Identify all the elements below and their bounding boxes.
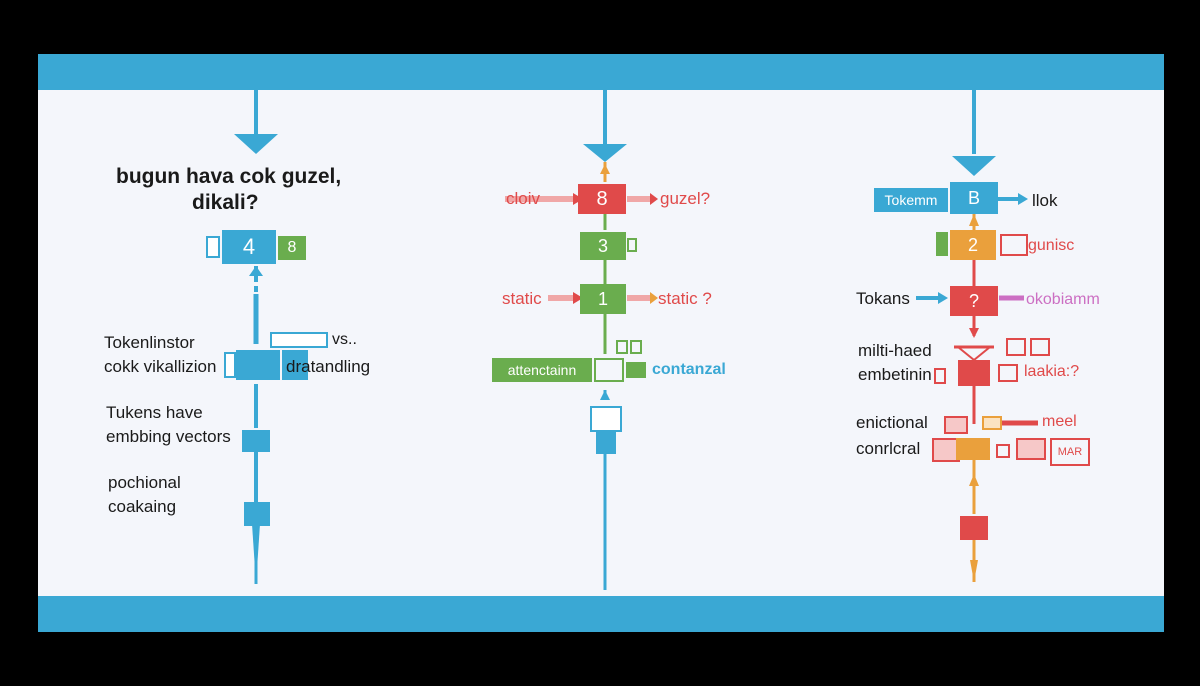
right-concat-box-c: [996, 444, 1010, 458]
right-concat-main: [956, 438, 990, 460]
left-tiny-box: [224, 352, 236, 378]
label-pos-2: coakaing: [108, 497, 177, 516]
left-column-lines: [234, 90, 278, 584]
right-concat-box-d: [1016, 438, 1046, 460]
right-green-tab: [936, 232, 948, 256]
label-cloiv: cloiv: [506, 189, 541, 208]
label-meel: meel: [1042, 413, 1077, 430]
left-vector-box: [242, 430, 270, 452]
connector-lines: [234, 90, 1038, 590]
right-second-outline: [1000, 234, 1028, 256]
label-laakia: laakia:?: [1024, 363, 1080, 380]
label-conrlcral: conrlcral: [856, 439, 921, 458]
label-guzel: guzel?: [660, 189, 711, 208]
right-embed-tab: [934, 368, 946, 384]
left-main-token-box: 4: [222, 230, 276, 264]
left-embedding-box-a: [236, 350, 280, 380]
label-tokens-1: Tukens have: [106, 403, 203, 422]
middle-small-tab-b: [630, 340, 642, 354]
sentence-line-1: bugun hava cok guzel,: [116, 165, 342, 188]
right-att-box-b: [982, 416, 1002, 430]
right-embed-box: [958, 360, 990, 386]
label-static-right: static ?: [658, 289, 712, 308]
middle-attention-bar: attenctainn: [492, 358, 592, 382]
label-vs: vs..: [332, 331, 357, 348]
right-att-box-a: [944, 416, 968, 434]
label-okobiamm: okobiamm: [1026, 291, 1100, 308]
vs-outline-box: [270, 332, 328, 348]
right-second-box: 2: [950, 230, 996, 260]
middle-small-tab-a: [616, 340, 628, 354]
right-top-box: B: [950, 182, 998, 214]
middle-column-lines: [505, 90, 658, 590]
label-tokens-2: embbing vectors: [106, 427, 231, 446]
label-gunisc: gunisc: [1028, 237, 1075, 254]
right-column-lines: [916, 90, 1038, 582]
left-side-token-box: 8: [278, 236, 306, 260]
right-mar-box: MAR: [1050, 438, 1090, 466]
label-tokans: Tokans: [856, 289, 910, 308]
label-pos-1: pochional: [108, 473, 181, 492]
left-small-box: [206, 236, 220, 258]
left-pos-box: [244, 502, 270, 526]
middle-third-box: 1: [580, 284, 626, 314]
right-multi-box-b: [1030, 338, 1050, 356]
middle-second-tab: [627, 238, 637, 252]
right-embed-outline: [998, 364, 1018, 382]
bottom-band: [38, 596, 1164, 632]
middle-attention-end: [626, 362, 646, 378]
right-multi-box-a: [1006, 338, 1026, 356]
sentence-line-2: dikali?: [192, 191, 259, 214]
label-static-left: static: [502, 289, 542, 308]
right-bottom-box: [960, 516, 988, 540]
diagram-frame: bugun hava cok guzel, dikali? 4 8 Tokenl…: [38, 54, 1164, 632]
left-embedding-box-b: [282, 350, 308, 380]
top-band: [38, 54, 1164, 90]
right-tokenm-box: Tokemm: [874, 188, 948, 212]
label-contanzal: contanzal: [652, 361, 726, 378]
middle-top-box: 8: [578, 184, 626, 214]
label-enictional: enictional: [856, 413, 928, 432]
middle-second-box: 3: [580, 232, 626, 260]
middle-attention-slot: [594, 358, 624, 382]
label-tokenizer-1: Tokenlinstor: [104, 333, 195, 352]
right-third-box: ?: [950, 286, 998, 316]
middle-monitor-icon: [590, 406, 622, 432]
label-embet: embetinin: [858, 365, 932, 384]
label-llok: llok: [1032, 191, 1058, 210]
middle-bottom-box: [596, 432, 616, 454]
label-dratandling: dratandling: [286, 357, 371, 376]
label-multi: milti-haed: [858, 341, 932, 360]
label-tokenizer-2: cokk vikallizion: [104, 357, 217, 376]
